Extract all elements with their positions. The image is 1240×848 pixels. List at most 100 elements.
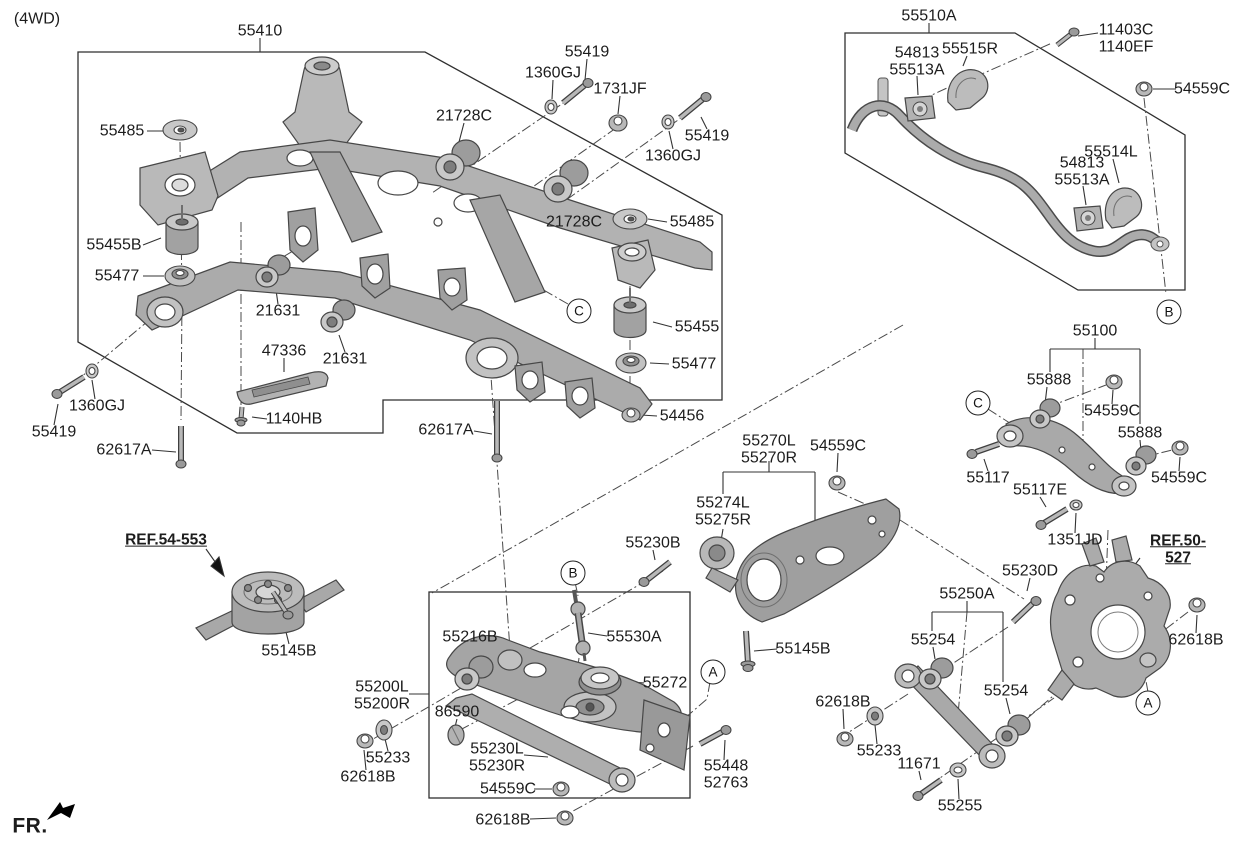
part-label: 55448 52763 bbox=[703, 757, 749, 792]
part-label: 1360GJ bbox=[644, 147, 702, 165]
part-label: 55510A bbox=[901, 7, 957, 25]
part-label: 55485 bbox=[99, 122, 145, 140]
lower-arm-box bbox=[428, 591, 691, 799]
part-label: 55888 bbox=[1026, 371, 1072, 389]
part-label: 21728C bbox=[435, 107, 493, 125]
group-washers-nuts bbox=[85, 81, 1206, 826]
part-label: 1360GJ bbox=[524, 64, 582, 82]
bolt-55230D bbox=[1010, 596, 1042, 625]
part-label: 55530A bbox=[606, 628, 662, 646]
bolt-55419-right bbox=[678, 92, 712, 121]
part-label: 55515R bbox=[941, 40, 999, 58]
group-boxes bbox=[77, 32, 1186, 799]
part-label: 62618B bbox=[340, 768, 396, 786]
part-label: 1731JF bbox=[593, 80, 647, 98]
part-label: 55419 bbox=[31, 423, 77, 441]
ref-54-arrowhead bbox=[210, 555, 225, 578]
part-label: 55230D bbox=[1001, 562, 1059, 580]
washer-55477-left bbox=[164, 265, 196, 287]
part-label: 55233 bbox=[856, 742, 902, 760]
ref54-bushing-drawing bbox=[195, 571, 345, 641]
washer-1351JD bbox=[1069, 499, 1083, 511]
part-label: 54559C bbox=[1083, 402, 1141, 420]
view-ref-circle-c: C bbox=[566, 298, 592, 324]
part-label: 54559C bbox=[1150, 469, 1208, 487]
part-label: 55230B bbox=[625, 534, 681, 552]
bushing-55888-right bbox=[1125, 445, 1157, 476]
lower-arm-drawing bbox=[444, 589, 691, 793]
nut-62618B-left bbox=[356, 733, 374, 749]
bolt-11403C bbox=[1055, 27, 1080, 47]
part-label: 21631 bbox=[322, 350, 368, 368]
part-label: 1140HB bbox=[265, 410, 323, 428]
part-label: 11671 bbox=[897, 755, 941, 773]
washer-55485-left bbox=[162, 119, 198, 141]
part-label: 54456 bbox=[659, 407, 705, 425]
bolt-55117 bbox=[966, 441, 1000, 459]
variant-label: (4WD) bbox=[13, 10, 61, 28]
washer-55485-right bbox=[612, 208, 648, 230]
part-label: 55117E bbox=[1013, 481, 1067, 499]
washer-1360GJ-right bbox=[661, 114, 675, 130]
part-label: 55200L 55200R bbox=[353, 678, 411, 713]
part-label: 21631 bbox=[255, 302, 301, 320]
view-ref-circle-a: A bbox=[1135, 690, 1161, 716]
part-label: 55272 bbox=[642, 674, 688, 692]
knuckle-drawing bbox=[1047, 535, 1171, 701]
part-label: 55455 bbox=[674, 318, 720, 336]
crossmember-box bbox=[77, 51, 723, 434]
insulator-55272 bbox=[578, 666, 622, 696]
nut-54559C-stab bbox=[1135, 81, 1153, 97]
view-ref-circle-b: B bbox=[1156, 299, 1182, 325]
bushing-55455B bbox=[165, 205, 199, 256]
part-label: 54559C bbox=[1173, 80, 1231, 98]
bolt-62617A-mid bbox=[491, 401, 503, 463]
part-label: 55419 bbox=[564, 43, 610, 61]
part-label: 55514L bbox=[1084, 143, 1138, 161]
washer-1360GJ-bl bbox=[85, 363, 99, 379]
fr-arrow-icon bbox=[47, 802, 75, 820]
part-label: 55274L 55275R bbox=[694, 494, 752, 529]
part-label: 54813 55513A bbox=[1054, 154, 1110, 189]
bushing-21728C-left bbox=[435, 139, 481, 181]
part-label: 1351JD bbox=[1047, 531, 1103, 549]
washer-55255 bbox=[949, 762, 967, 778]
ref-label-54-553: REF.54-553 bbox=[125, 531, 207, 549]
washer-55477-right bbox=[615, 352, 647, 374]
bolt-62617A-bl bbox=[175, 426, 187, 469]
part-label: 55233 bbox=[365, 749, 411, 767]
part-label: 55230L 55230R bbox=[468, 740, 526, 775]
part-label: 55455B bbox=[86, 236, 142, 254]
trailing-arm-drawing bbox=[699, 498, 901, 623]
part-label: 21728C bbox=[545, 213, 603, 231]
part-label: 55888 bbox=[1117, 424, 1163, 442]
part-label: 62617A bbox=[418, 421, 474, 439]
bolt-55117E bbox=[1035, 506, 1069, 530]
bushing-55254-lower bbox=[995, 714, 1031, 747]
assist-arm-drawing bbox=[894, 663, 1006, 769]
bolt-55448 bbox=[698, 725, 732, 747]
brace-47336 bbox=[236, 371, 329, 405]
bushing-55216B bbox=[454, 655, 494, 691]
screw-1140HB bbox=[234, 406, 248, 427]
link-55530A bbox=[570, 589, 591, 662]
bracket-55515R bbox=[947, 69, 989, 111]
bolt-55145B-left bbox=[270, 590, 294, 620]
bushing-21728C-mid bbox=[543, 159, 589, 203]
part-label: 55100 bbox=[1072, 322, 1118, 340]
nut-54559C-upper bbox=[1105, 374, 1123, 390]
part-label: 55145B bbox=[261, 642, 317, 660]
part-label: 47336 bbox=[261, 342, 307, 360]
bushing-55254-upper bbox=[918, 657, 954, 690]
part-label: 62618B bbox=[1168, 631, 1224, 649]
bushing-55888-left bbox=[1029, 398, 1061, 429]
part-label: 55254 bbox=[910, 631, 956, 649]
group-bolts bbox=[51, 27, 1080, 801]
nut-62618B-right bbox=[1188, 597, 1206, 613]
bolt-55419-top bbox=[561, 78, 594, 106]
part-label: 55145B bbox=[775, 640, 831, 658]
nut-1731JF bbox=[608, 114, 628, 132]
